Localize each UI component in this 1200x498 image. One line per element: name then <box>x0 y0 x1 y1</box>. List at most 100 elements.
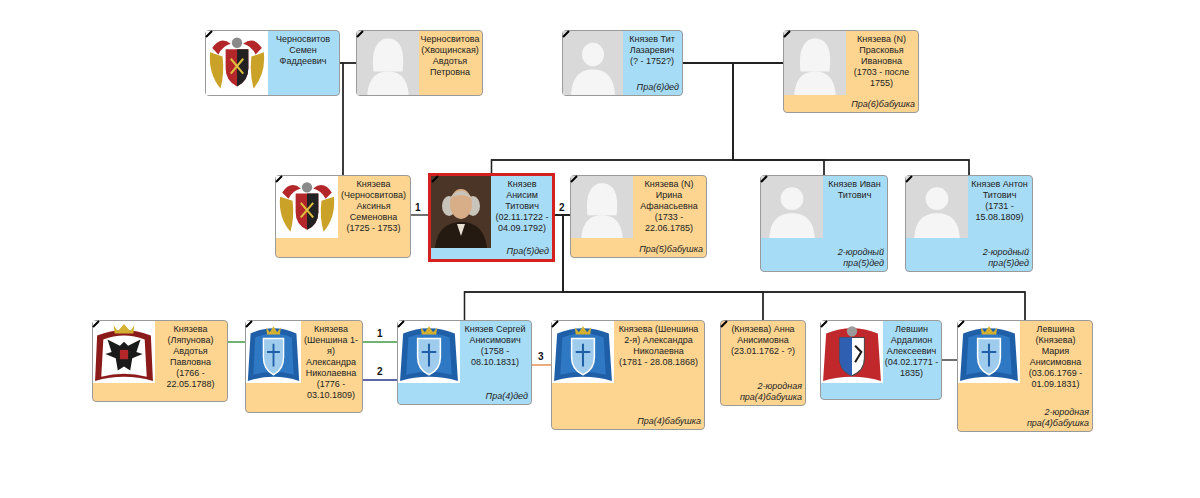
life-dates: (03.06.1769 - 01.09.1831) <box>1021 368 1090 390</box>
person-box: Князев Иван Титович 2-юродный пра(5)дед <box>760 175 888 272</box>
silhouette <box>357 31 419 95</box>
person-name: Князев Антон Титович <box>969 179 1030 201</box>
coat-of-arms <box>206 31 268 95</box>
life-dates: (1781 - 28.08.1868) <box>615 357 702 368</box>
relation-note: Пра(4)дед <box>461 391 528 402</box>
marriage-line <box>942 359 957 360</box>
person-name: Князева (Черносвитова) Аксинья Семеновна <box>339 179 408 223</box>
person-text: Князев Тит Лазаревич(? - 1752?) <box>624 34 680 67</box>
person-text: Князева (Черносвитова) Аксинья Семеновна… <box>339 179 408 234</box>
person-name: Князева (Ляпунова) Авдотья Павловна <box>156 324 225 368</box>
person-text: Князева (Шеншина 2-я) Александра Николае… <box>615 324 702 368</box>
relation-note: Пра(4)бабушка <box>615 416 701 427</box>
person-box: Князев Сергей Анисимович(1758 - 08.10.18… <box>397 320 532 405</box>
person-text: Князев Анисим Титович(02.11.1722 - 04.09… <box>494 179 550 234</box>
life-dates: (02.11.1722 - 04.09.1792) <box>494 212 550 234</box>
person-text: Князев Сергей Анисимович(1758 - 08.10.18… <box>461 324 529 368</box>
person-name: Князева (Шеншина 2-я) Александра Николае… <box>615 324 702 357</box>
person-box: (Князева) Анна Анисимовна(23.01.1762 - ?… <box>720 320 806 406</box>
person-name: Князев Анисим Титович <box>494 179 550 212</box>
person-name: (Князева) Анна Анисимовна <box>723 324 803 346</box>
marriage-number: 3 <box>538 351 544 362</box>
person-box: Князев Антон Титович(1731 - 15.08.1809) 2… <box>905 175 1033 272</box>
person-box: Левшина (Князева) Мария Анисимовна(03.06… <box>957 320 1093 432</box>
descent-line <box>343 63 356 175</box>
person-name: Князев Иван Титович <box>824 179 885 201</box>
marriage-number: 1 <box>377 328 383 339</box>
marriage-number: 2 <box>377 366 383 377</box>
life-dates: (23.01.1762 - ?) <box>723 346 803 357</box>
person-box: Князева (N) Ирина Афанасьевна(1733 - 22.… <box>570 175 707 258</box>
silhouette <box>761 176 823 238</box>
marriage-line <box>532 364 551 365</box>
life-dates: (04.02.1771 - 1835) <box>884 357 939 379</box>
marriage-number: 2 <box>559 202 565 213</box>
person-box: Левшин Ардалион Алексеевич(04.02.1771 - … <box>820 320 942 400</box>
life-dates: (1733 - 22.06.1785) <box>634 212 704 234</box>
person-name: Князева (Шеншина 1-я) Александра Николае… <box>302 324 360 379</box>
relation-note: 2-юродная пра(4)бабушка <box>1021 407 1089 429</box>
marriage-line <box>363 379 397 380</box>
person-box: Князев Анисим Титович(02.11.1722 - 04.09… <box>428 173 555 262</box>
person-name: Левшина (Князева) Мария Анисимовна <box>1021 324 1090 368</box>
person-text: (Князева) Анна Анисимовна(23.01.1762 - ?… <box>723 324 803 357</box>
corner-marks <box>93 31 964 327</box>
coat-of-arms <box>958 321 1020 383</box>
relation-note: Пра(5)дед <box>494 246 549 257</box>
relation-note: 2-юродный пра(5)дед <box>824 247 884 269</box>
person-box: Князева (N) Прасковья Ивановна(1703 - по… <box>783 30 919 113</box>
person-name: Князева (N) Ирина Афанасьевна <box>634 179 704 212</box>
person-text: Левшина (Князева) Мария Анисимовна(03.06… <box>1021 324 1090 390</box>
life-dates: (? - 1752?) <box>624 56 680 67</box>
person-text: Князева (N) Ирина Афанасьевна(1733 - 22.… <box>634 179 704 234</box>
silhouette <box>906 176 968 238</box>
person-text: Князева (Ляпунова) Авдотья Павловна(1766… <box>156 324 225 390</box>
coat-of-arms <box>552 321 614 383</box>
person-name: Черносвитова (Хвощинская) Авдотья Петров… <box>420 34 480 78</box>
life-dates: (1731 - 15.08.1809) <box>969 201 1030 223</box>
life-dates: (1725 - 1753) <box>339 223 408 234</box>
coat-of-arms <box>398 321 460 383</box>
person-text: Князев Иван Титович <box>824 179 885 201</box>
person-box: Черносвитова (Хвощинская) Авдотья Петров… <box>356 30 483 96</box>
life-dates: (1766 - 22.05.1788) <box>156 368 225 390</box>
silhouette <box>571 176 633 238</box>
person-name: Князева (N) Прасковья Ивановна <box>847 34 916 67</box>
silhouette <box>563 31 623 95</box>
relation-note: Пра(6)дед <box>624 82 679 93</box>
person-text: Князев Антон Титович(1731 - 15.08.1809) <box>969 179 1030 223</box>
coat-of-arms <box>821 321 883 383</box>
person-text: Левшин Ардалион Алексеевич(04.02.1771 - … <box>884 324 939 379</box>
relation-note: 2-юродная пра(4)бабушка <box>723 381 802 403</box>
person-box: Князева (Шеншина 2-я) Александра Николае… <box>551 320 705 430</box>
marriage-line <box>411 214 428 215</box>
person-name: Черносвитов Семен Фаддеевич <box>269 34 337 67</box>
relation-note: Пра(5)бабушка <box>634 244 703 255</box>
person-box: Князев Тит Лазаревич(? - 1752?) Пра(6)дед <box>562 30 683 96</box>
relation-note: 2-юродный пра(5)дед <box>969 247 1029 269</box>
portrait <box>431 176 491 248</box>
coat-of-arms <box>93 321 155 383</box>
person-name: Левшин Ардалион Алексеевич <box>884 324 939 357</box>
person-box: Князева (Ляпунова) Авдотья Павловна(1766… <box>92 320 228 402</box>
person-text: Черносвитов Семен Фаддеевич <box>269 34 337 67</box>
coat-of-arms <box>276 176 338 238</box>
life-dates: (1758 - 08.10.1831) <box>461 346 529 368</box>
silhouette <box>784 31 846 95</box>
person-box: Князева (Черносвитова) Аксинья Семеновна… <box>275 175 411 258</box>
person-name: Князев Сергей Анисимович <box>461 324 529 346</box>
coat-of-arms <box>246 321 301 383</box>
life-dates: (1703 - после 1755) <box>847 67 916 89</box>
person-box: Князева (Шеншина 1-я) Александра Николае… <box>245 320 363 413</box>
relation-note: Пра(6)бабушка <box>847 99 915 110</box>
person-text: Князева (N) Прасковья Ивановна(1703 - по… <box>847 34 916 89</box>
person-text: Князева (Шеншина 1-я) Александра Николае… <box>302 324 360 401</box>
person-text: Черносвитова (Хвощинская) Авдотья Петров… <box>420 34 480 78</box>
person-name: Князев Тит Лазаревич <box>624 34 680 56</box>
life-dates: (1776 - 03.10.1809) <box>302 379 360 401</box>
person-box: Черносвитов Семен Фаддеевич <box>205 30 340 96</box>
marriage-number: 1 <box>415 202 421 213</box>
